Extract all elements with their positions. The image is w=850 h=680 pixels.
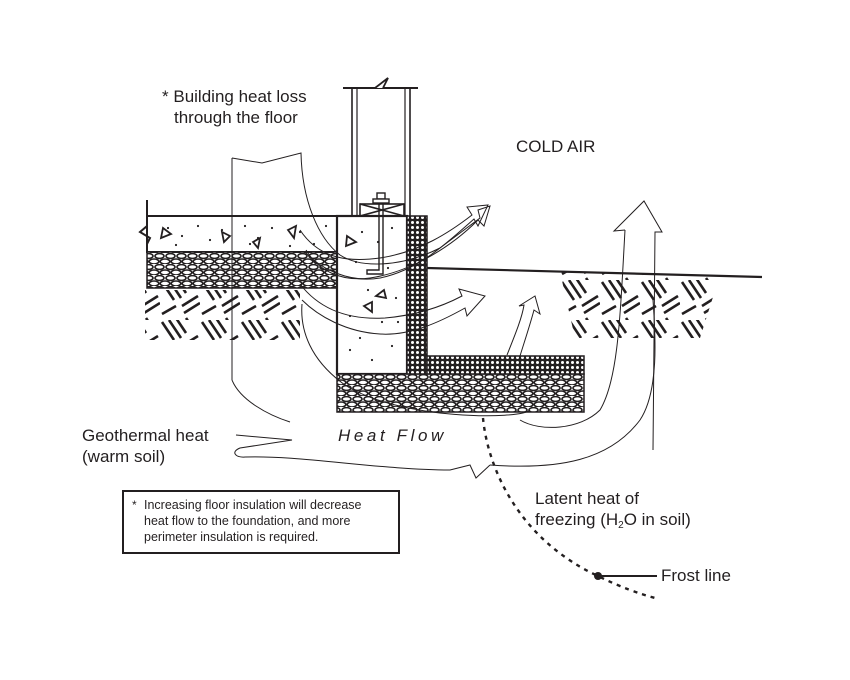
gravel-base-footing <box>336 373 585 413</box>
heat-flow-arrow-geothermal <box>234 299 656 479</box>
sill-plate <box>359 203 405 217</box>
label-building-heat-loss-star: * <box>162 87 169 106</box>
label-cold-air: COLD AIR <box>516 137 596 156</box>
heat-flow-arrow-footing-lower <box>299 283 486 335</box>
label-latent-line2-sub: 2 <box>618 520 624 532</box>
foundation-footing <box>335 214 409 376</box>
label-heat-flow: Heat Flow <box>338 426 447 445</box>
label-latent-line2-post: O in soil) <box>623 510 691 530</box>
note-line1: Increasing floor insulation will decreas… <box>144 498 362 512</box>
native-soil-right <box>560 272 720 338</box>
label-frost-line: Frost line <box>661 566 731 585</box>
vertical-insulation <box>406 215 428 375</box>
note-star: * <box>132 498 137 512</box>
heat-flow-arrow-latent <box>519 200 663 451</box>
floor-slab <box>138 200 338 253</box>
anchor-bolt <box>366 192 390 275</box>
note-text: Increasing floor insulation will decreas… <box>144 497 361 545</box>
label-building-heat-loss-line1: Building heat loss <box>173 87 307 106</box>
horizontal-wing-insulation <box>426 355 585 375</box>
heat-flow-arrow-footing-upper <box>299 204 489 280</box>
frost-line-curve <box>481 417 656 600</box>
grade-line <box>426 266 763 279</box>
label-building-heat-loss-line2: through the floor <box>174 108 298 128</box>
heat-flow-arrow-wing <box>506 295 541 357</box>
label-latent-line2-pre: freezing (H <box>535 510 619 530</box>
note-line2: heat flow to the foundation, and more <box>144 514 351 528</box>
gravel-base-slab <box>146 251 338 289</box>
label-geothermal-line1: Geothermal heat <box>82 426 209 445</box>
heat-flow-arrow-floor <box>231 152 491 423</box>
note-line3: perimeter insulation is required. <box>144 530 319 544</box>
label-latent-heat: Latent heat of freezing (H2O in soil) <box>535 488 691 533</box>
heat-flow-arrow-lower-sweep <box>301 303 531 417</box>
label-latent-line1: Latent heat of <box>535 489 639 508</box>
label-geothermal-heat: Geothermal heat (warm soil) <box>82 425 209 468</box>
native-soil-left <box>145 290 300 340</box>
label-building-heat-loss: * Building heat loss through the floor <box>162 86 307 129</box>
wall-studs <box>343 77 418 216</box>
label-geothermal-line2: (warm soil) <box>82 447 166 467</box>
note-box: * Increasing floor insulation will decre… <box>122 490 400 554</box>
